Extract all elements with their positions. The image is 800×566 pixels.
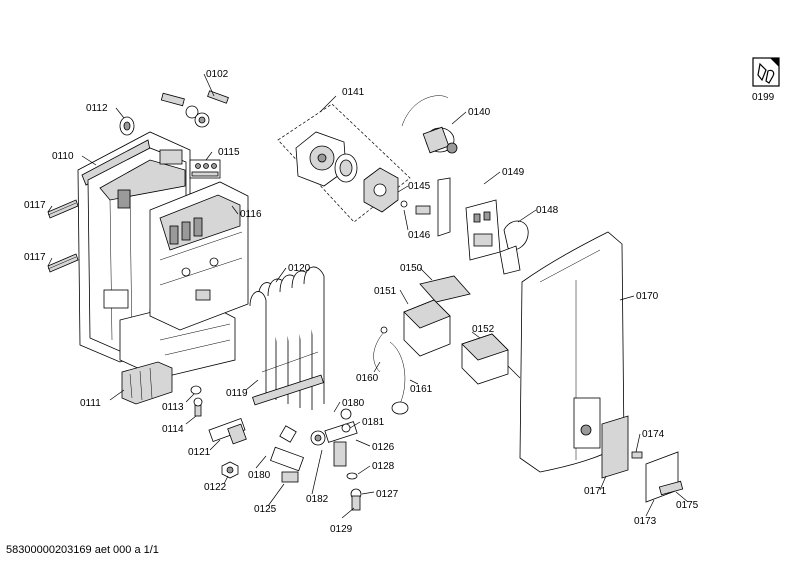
label-0110: 0110 — [52, 151, 74, 162]
label-0119: 0119 — [226, 388, 248, 399]
outlet-fitting — [269, 446, 305, 483]
label-0151: 0151 — [374, 286, 397, 297]
label-0113: 0113 — [162, 402, 184, 413]
label-0128: 0128 — [372, 461, 395, 472]
screw-0174 — [631, 451, 643, 459]
label-0170: 0170 — [636, 291, 659, 302]
leader-lines — [47, 73, 689, 519]
panel-0171 — [601, 415, 629, 479]
label-0141: 0141 — [342, 87, 365, 98]
screw-0114 — [193, 397, 203, 417]
label-0140: 0140 — [468, 107, 491, 118]
label-0120: 0120 — [288, 263, 311, 274]
electronics-frame — [149, 181, 249, 331]
label-0181: 0181 — [362, 417, 385, 428]
label-0171: 0171 — [584, 486, 607, 497]
label-0116: 0116 — [240, 209, 262, 220]
label-0152: 0152 — [472, 324, 495, 335]
sensor-0152 — [461, 333, 521, 385]
knob-0148 — [499, 220, 529, 275]
control-board-0149 — [465, 199, 501, 261]
cable-0161 — [389, 341, 409, 415]
front-cover — [519, 231, 625, 473]
label-0174: 0174 — [642, 429, 665, 440]
label-0117-lower: 0117 — [24, 252, 46, 263]
parts-0127-0128-0129 — [346, 472, 362, 511]
label-0126: 0126 — [372, 442, 395, 453]
control-assembly-group — [277, 103, 411, 223]
mounting-strip-upper — [47, 199, 79, 219]
label-0115: 0115 — [218, 147, 240, 158]
part-labels: 0102 0112 0110 0115 0117 0117 0116 0120 … — [24, 69, 699, 535]
motor-0140 — [401, 95, 458, 154]
valve-body — [279, 408, 358, 467]
label-0122: 0122 — [204, 482, 227, 493]
label-0114: 0114 — [162, 424, 184, 435]
label-0102: 0102 — [206, 69, 229, 80]
housing-0151 — [403, 299, 451, 357]
label-0145: 0145 — [408, 181, 431, 192]
clip-0175 — [658, 480, 684, 496]
inlet-fitting — [208, 418, 247, 445]
cable-0160 — [373, 326, 388, 373]
cover-plate-0150 — [419, 275, 471, 303]
label-0161: 0161 — [410, 384, 433, 395]
label-0112: 0112 — [86, 103, 108, 114]
label-0180-right: 0180 — [342, 398, 365, 409]
label-0160: 0160 — [356, 373, 379, 384]
label-0125: 0125 — [254, 504, 277, 515]
service-code-label: 0199 — [752, 92, 775, 103]
label-0111: 0111 — [80, 398, 101, 409]
heating-element — [249, 266, 325, 410]
bracket-0145 — [437, 177, 451, 237]
terminal-block — [189, 159, 221, 179]
label-0146: 0146 — [408, 230, 431, 241]
wrench-service-icon — [752, 57, 780, 87]
label-0121: 0121 — [188, 447, 211, 458]
label-0175: 0175 — [676, 500, 699, 511]
label-0127: 0127 — [376, 489, 399, 500]
label-0117-upper: 0117 — [24, 200, 46, 211]
grommet-ring — [119, 116, 135, 136]
bottom-bracket — [121, 361, 173, 405]
bushing-0113 — [190, 385, 202, 395]
label-0129: 0129 — [330, 524, 353, 535]
nut-0122 — [221, 461, 239, 479]
label-0150: 0150 — [400, 263, 423, 274]
fixing-screws — [160, 90, 229, 128]
mounting-strip-lower — [47, 253, 79, 273]
label-0173: 0173 — [634, 516, 657, 527]
screw-0146 — [400, 200, 431, 215]
label-0182: 0182 — [306, 494, 329, 505]
label-0148: 0148 — [536, 205, 559, 216]
label-0149: 0149 — [502, 167, 525, 178]
label-0180-left: 0180 — [248, 470, 271, 481]
document-footer: 58300000203169 aet 000 a 1/1 — [6, 544, 159, 556]
